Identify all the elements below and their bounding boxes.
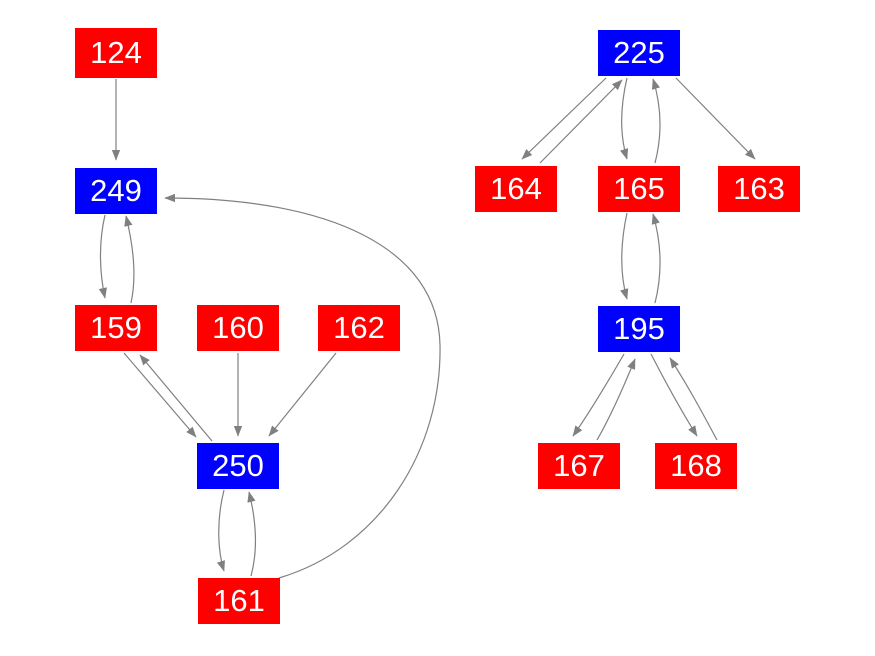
node-225[interactable]: 225 (598, 30, 680, 76)
node-161[interactable]: 161 (198, 578, 280, 624)
edge-250-to-161 (216, 489, 225, 572)
node-165[interactable]: 165 (598, 166, 680, 212)
edge-161-to-249 (164, 193, 441, 579)
node-164[interactable]: 164 (475, 166, 557, 212)
node-label-195: 195 (613, 310, 665, 346)
node-label-249: 249 (90, 172, 142, 208)
node-label-163: 163 (733, 170, 785, 206)
edge-250-to-159 (139, 354, 213, 442)
edge-225-to-164 (521, 77, 607, 160)
edge-225-to-163 (675, 77, 756, 160)
edge-159-to-250 (123, 352, 197, 438)
node-label-168: 168 (670, 447, 722, 483)
edge-195-to-167 (572, 353, 625, 437)
node-249[interactable]: 249 (75, 168, 157, 214)
node-label-250: 250 (212, 447, 264, 483)
edge-159-to-249 (124, 215, 135, 304)
node-label-165: 165 (613, 170, 665, 206)
node-label-164: 164 (490, 170, 542, 206)
node-250[interactable]: 250 (197, 443, 279, 489)
node-195[interactable]: 195 (598, 306, 680, 352)
node-label-225: 225 (613, 34, 665, 70)
edge-165-to-195 (620, 212, 629, 300)
node-label-162: 162 (333, 309, 385, 345)
node-label-159: 159 (90, 309, 142, 345)
edge-162-to-250 (268, 352, 337, 437)
edge-225-to-165 (620, 77, 629, 160)
edge-167-to-195 (596, 358, 636, 441)
node-label-161: 161 (213, 582, 265, 618)
node-168[interactable]: 168 (655, 443, 737, 489)
node-label-160: 160 (212, 309, 264, 345)
edge-164-to-225 (539, 79, 623, 164)
node-label-167: 167 (553, 447, 605, 483)
edge-168-to-195 (669, 357, 718, 441)
node-124[interactable]: 124 (75, 28, 157, 78)
node-163[interactable]: 163 (718, 166, 800, 212)
node-167[interactable]: 167 (538, 443, 620, 489)
edge-195-to-165 (651, 213, 661, 304)
edge-161-to-250 (247, 491, 256, 577)
edge-249-to-159 (98, 214, 107, 299)
node-159[interactable]: 159 (75, 305, 157, 351)
edge-165-to-225 (651, 78, 661, 164)
edge-195-to-168 (650, 353, 698, 437)
node-160[interactable]: 160 (197, 305, 279, 351)
node-162[interactable]: 162 (318, 305, 400, 351)
node-label-124: 124 (90, 34, 142, 70)
